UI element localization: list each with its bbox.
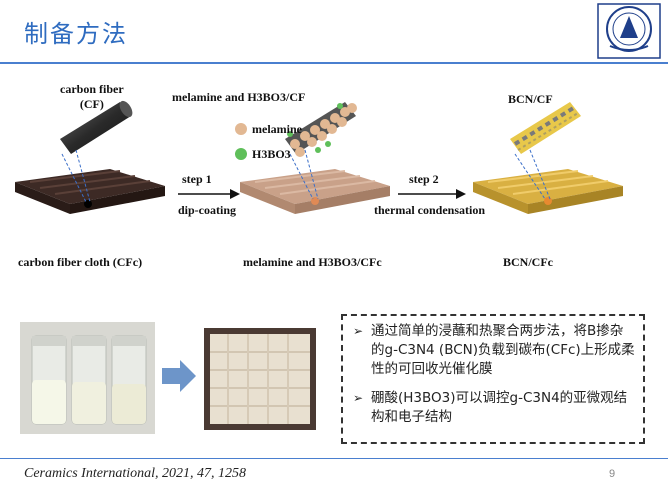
summary-box: ➢ 通过简单的浸蘸和热聚合两步法，将B掺杂的g-C3N4 (BCN)负载到碳布(… <box>341 314 645 444</box>
bullet-1-text: 通过简单的浸蘸和热聚合两步法，将B掺杂的g-C3N4 (BCN)负载到碳布(CF… <box>371 323 635 377</box>
melamine-legend-dot <box>235 123 247 135</box>
step2-label: step 2 <box>409 172 439 186</box>
melamine-cloth-image <box>240 169 390 214</box>
mel-cf-label: melamine and H3BO3/CF <box>172 90 306 104</box>
right-arrow-icon <box>162 360 196 392</box>
bcn-cloth-image <box>473 169 623 214</box>
step1-label: step 1 <box>182 172 212 186</box>
cf-label: carbon fiber (CF) <box>60 82 124 112</box>
bullet-arrow-icon: ➢ <box>353 324 364 338</box>
bullet-2: ➢ 硼酸(H3BO3)可以调控g-C3N4的亚微观结构和电子结构 <box>353 389 635 427</box>
membrane-photo <box>204 328 316 430</box>
bcn-cf-label: BCN/CF <box>508 92 553 106</box>
step2-method: thermal condensation <box>374 203 485 217</box>
h3bo3-legend-dot <box>235 148 247 160</box>
cf-label-line2: (CF) <box>79 97 104 111</box>
preparation-scheme <box>15 100 623 214</box>
slide-title: 制备方法 <box>24 20 128 48</box>
step1-arrow <box>178 189 240 199</box>
citation: Ceramics International, 2021, 47, 1258 <box>24 466 247 481</box>
step1-method: dip-coating <box>178 203 237 217</box>
legend-h3bo3-label: H3BO3 <box>252 147 291 161</box>
bcn-coated-fiber <box>510 102 581 154</box>
footer-divider <box>0 458 668 459</box>
university-logo <box>597 3 661 59</box>
legend-melamine-label: melamine <box>252 122 302 136</box>
carbon-fiber-rod <box>60 100 133 154</box>
bullet-2-text: 硼酸(H3BO3)可以调控g-C3N4的亚微观结构和电子结构 <box>371 390 628 425</box>
cloth-label-2: melamine and H3BO3/CFc <box>243 255 382 269</box>
cloth-label-3: BCN/CFc <box>503 255 553 269</box>
bullet-1: ➢ 通过简单的浸蘸和热聚合两步法，将B掺杂的g-C3N4 (BCN)负载到碳布(… <box>353 322 635 379</box>
carbon-cloth-image <box>15 169 165 214</box>
page-number: 9 <box>609 468 616 480</box>
cf-label-line1: carbon fiber <box>60 82 124 96</box>
header-divider <box>0 62 668 64</box>
cloth-label-1: carbon fiber cloth (CFc) <box>18 255 143 269</box>
step2-arrow <box>398 189 466 199</box>
bullet-arrow-icon: ➢ <box>353 391 364 405</box>
sample-photos <box>20 322 316 434</box>
melamine-coated-fiber <box>285 102 357 157</box>
